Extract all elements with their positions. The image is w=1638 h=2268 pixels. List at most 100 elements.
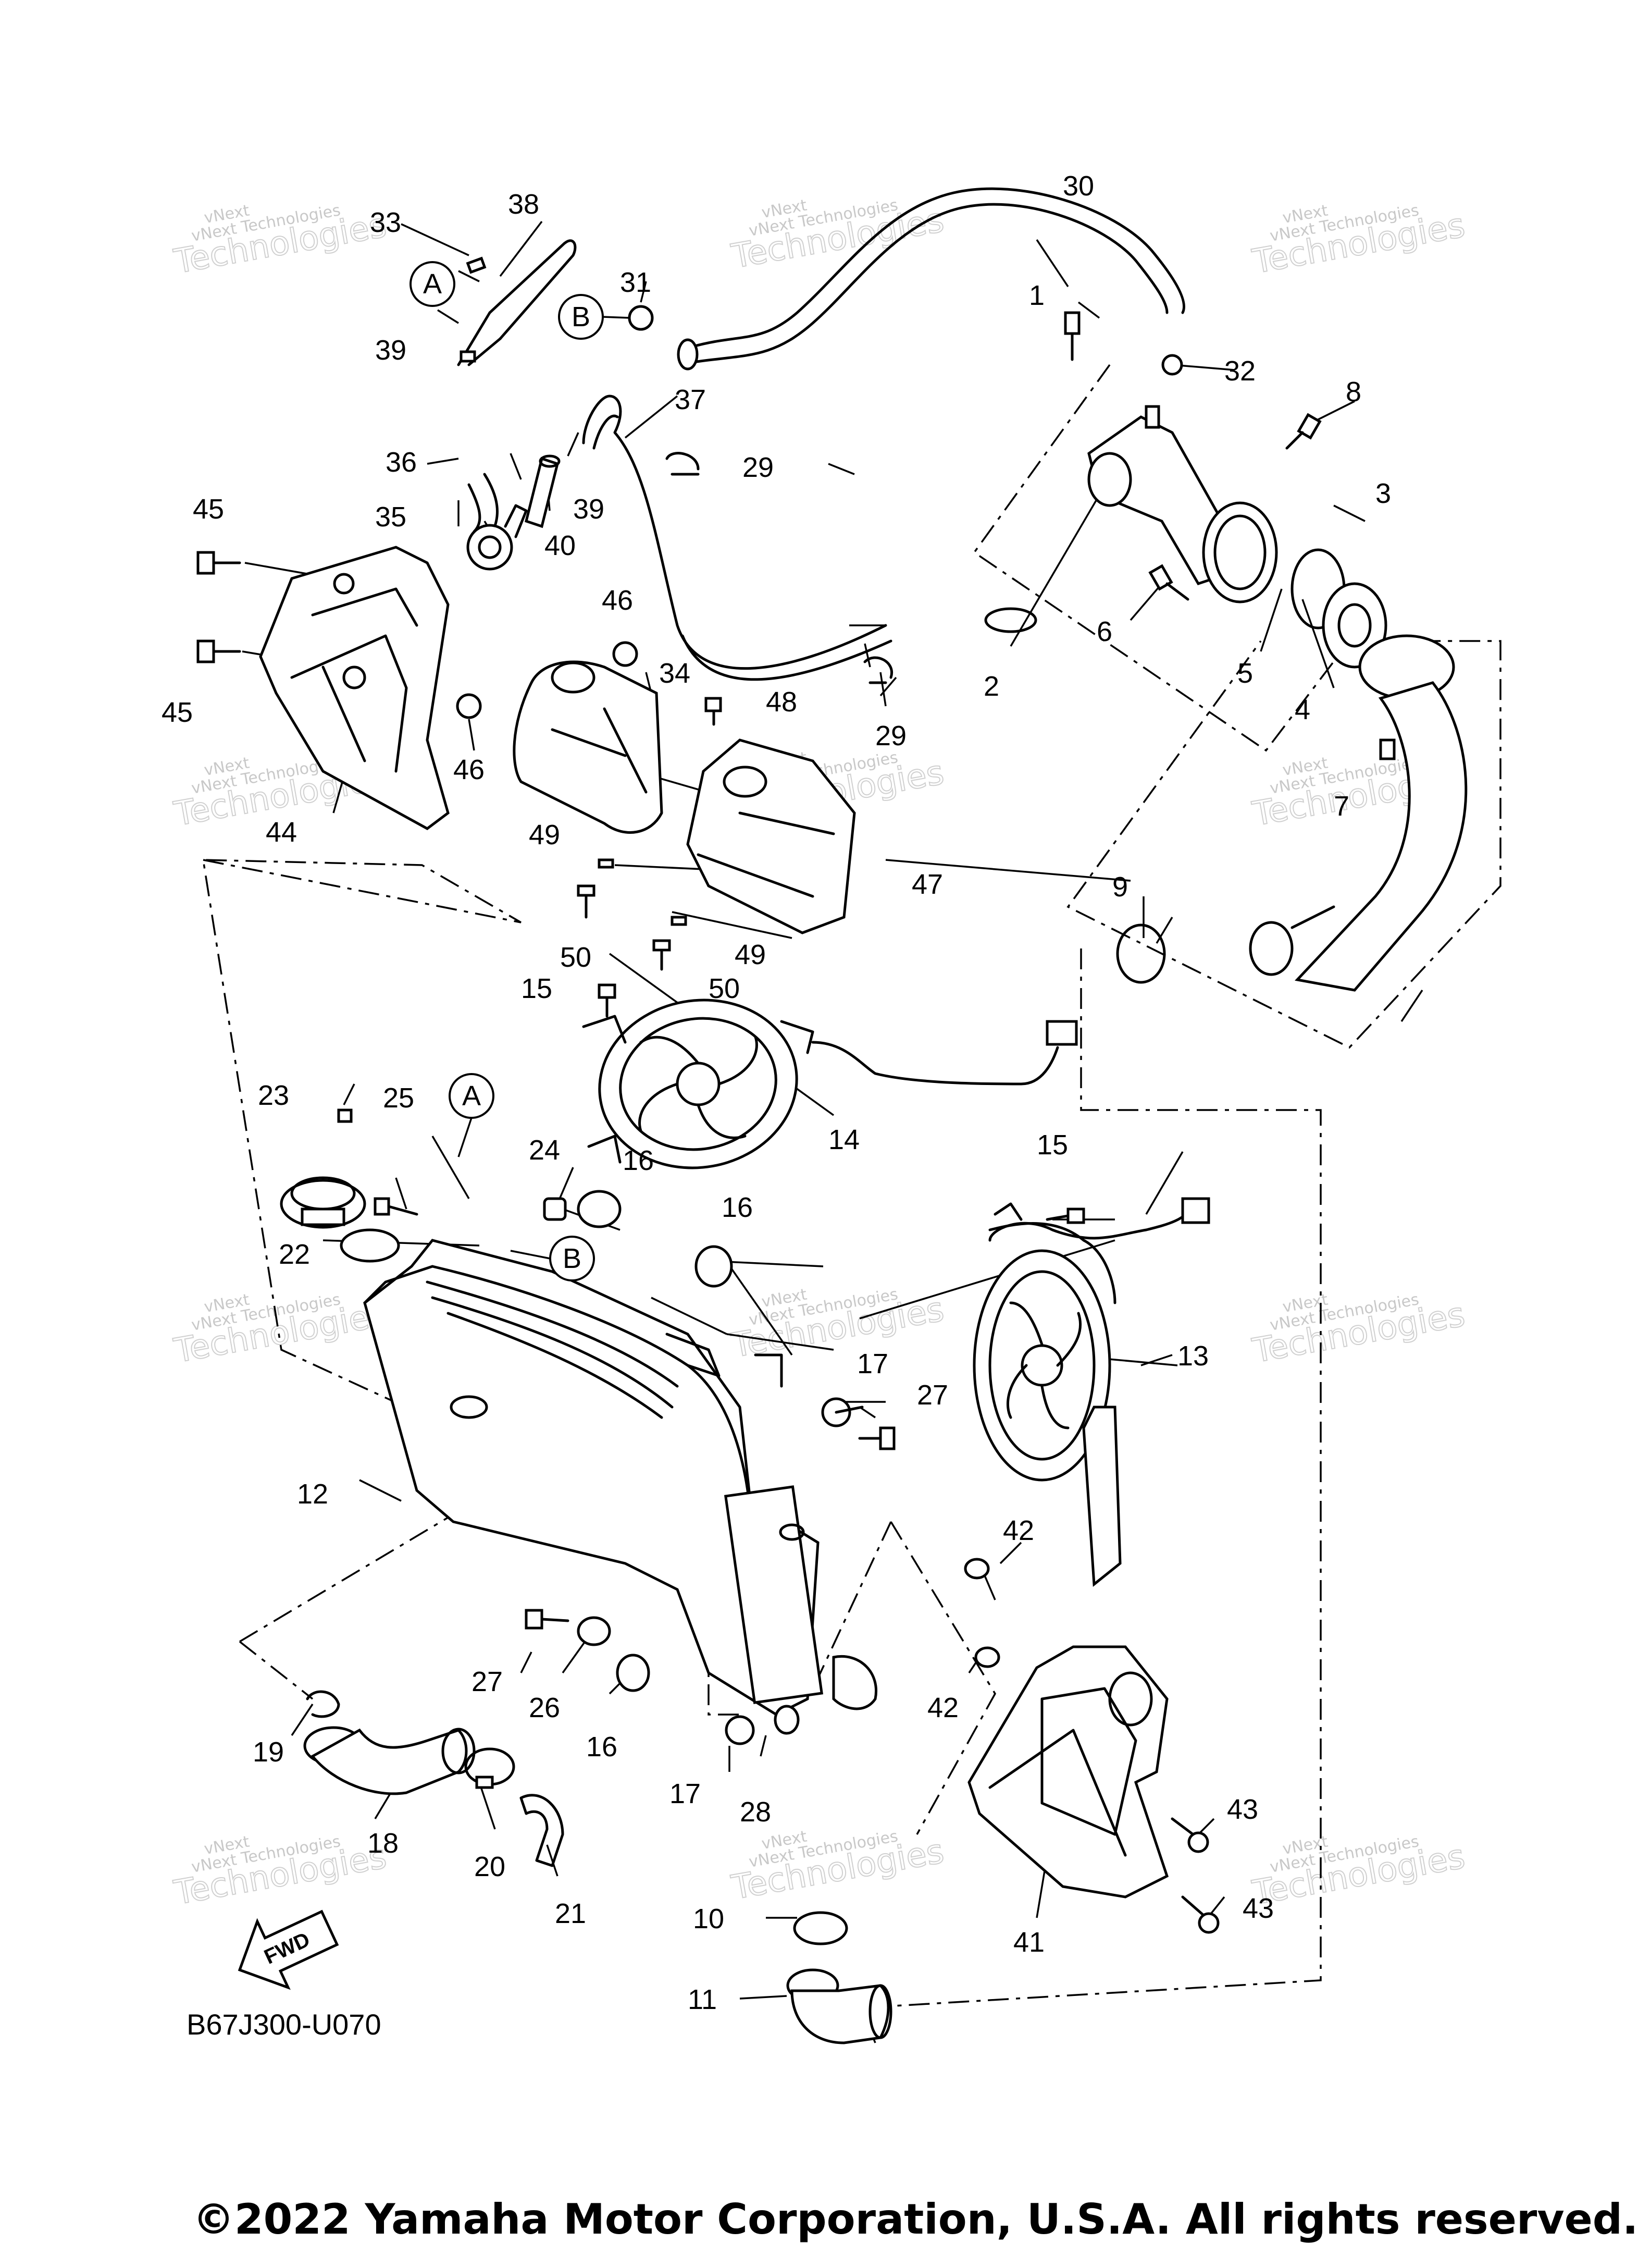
callout-29: 29 xyxy=(875,720,907,751)
callout-34: 34 xyxy=(659,658,690,689)
marker-b-lower: B xyxy=(549,1236,595,1281)
callout-28: 28 xyxy=(740,1796,771,1828)
callout-35: 35 xyxy=(375,501,406,533)
washer-17-top xyxy=(821,1397,864,1427)
fwd-arrow-icon: FWD xyxy=(238,1909,339,1990)
callout-43: 43 xyxy=(1243,1893,1274,1924)
bolt-15-top xyxy=(598,983,616,1018)
callout-9: 9 xyxy=(1112,871,1128,903)
callout-17: 17 xyxy=(669,1778,701,1809)
callout-22: 22 xyxy=(279,1239,310,1270)
callout-10: 10 xyxy=(693,1903,724,1934)
callout-48: 48 xyxy=(766,686,797,718)
nut-28 xyxy=(774,1705,800,1735)
watermark: vNext vNext Technologies Technologies xyxy=(170,1290,390,1371)
callout-49: 49 xyxy=(529,819,560,850)
cooling-fan-13 xyxy=(973,1197,1210,1587)
screw-48 xyxy=(704,697,722,726)
o-ring-2 xyxy=(984,607,1037,633)
band-21 xyxy=(519,1794,564,1867)
thermostat-cover-7 xyxy=(1249,634,1468,992)
callout-39: 39 xyxy=(375,335,406,366)
screw-43-bottom xyxy=(1181,1895,1220,1934)
clip-29-top xyxy=(665,452,700,476)
bolt-45-top xyxy=(196,551,241,575)
callout-36: 36 xyxy=(386,447,417,478)
watermark: vNext vNext Technologies Technologies xyxy=(1249,1832,1468,1913)
fitting-40 xyxy=(525,454,561,528)
screw-43-top xyxy=(1171,1817,1209,1853)
callout-18: 18 xyxy=(367,1828,399,1859)
bolt-45-bottom xyxy=(196,639,241,663)
callout-46: 46 xyxy=(453,754,485,785)
screw-50-bottom xyxy=(652,939,671,971)
callout-3: 3 xyxy=(1375,478,1391,509)
washer-17-bottom xyxy=(725,1715,755,1745)
side-cover-44 xyxy=(259,546,450,830)
copyright-notice: ©2022 Yamaha Motor Corporation, U.S.A. A… xyxy=(193,2195,1638,2244)
watermark: vNext vNext Technologies Technologies xyxy=(728,196,947,277)
callout-45: 45 xyxy=(193,494,224,525)
reservoir-cover-47 xyxy=(686,738,856,934)
reservoir-tank-34 xyxy=(513,660,663,834)
callout-13: 13 xyxy=(1177,1340,1209,1372)
hose-clamp-10 xyxy=(793,1911,848,1945)
exploded-parts-diagram: vNext vNext Technologies Technologies vN… xyxy=(162,170,1501,2044)
callout-40: 40 xyxy=(544,530,576,561)
callout-20: 20 xyxy=(474,1851,505,1882)
screw-23 xyxy=(337,1108,353,1123)
callout-11: 11 xyxy=(688,1984,717,2015)
callout-46: 46 xyxy=(602,585,633,616)
callout-30: 30 xyxy=(1063,170,1094,202)
callout-24: 24 xyxy=(529,1135,560,1166)
callout-43: 43 xyxy=(1227,1794,1258,1825)
hose-clamp-20 xyxy=(464,1747,515,1789)
svg-text:A: A xyxy=(423,268,442,300)
callout-47: 47 xyxy=(912,869,943,900)
pressure-valve-35 xyxy=(466,504,528,571)
callout-33: 33 xyxy=(370,207,401,238)
clip-29-bottom xyxy=(863,656,894,684)
callout-labels: 1 2 3 4 5 6 7 8 9 10 11 12 13 14 15 15 1… xyxy=(162,170,1391,2015)
callout-31: 31 xyxy=(620,267,651,298)
callout-42: 42 xyxy=(1003,1515,1034,1546)
svg-text:B: B xyxy=(563,1243,581,1274)
callout-1: 1 xyxy=(1029,280,1045,311)
watermark: vNext vNext Technologies Technologies xyxy=(170,201,390,282)
hose-11 xyxy=(786,1968,892,2044)
clip-49-bottom xyxy=(671,916,687,926)
clip-49-top xyxy=(598,858,614,869)
diagram-code: B67J300-U070 xyxy=(187,2008,381,2041)
marker-a-top: A xyxy=(409,261,455,307)
callout-45: 45 xyxy=(162,697,193,728)
callout-8: 8 xyxy=(1346,376,1361,408)
callout-44: 44 xyxy=(266,817,297,848)
bolt-27-right xyxy=(858,1426,896,1450)
callout-39: 39 xyxy=(573,494,604,525)
clamp-19 xyxy=(306,1690,340,1718)
callout-16: 16 xyxy=(623,1145,654,1176)
callout-6: 6 xyxy=(1097,616,1112,647)
svg-text:A: A xyxy=(462,1080,481,1112)
callout-16: 16 xyxy=(586,1731,617,1762)
breather-hose-38 xyxy=(457,239,577,366)
callout-17: 17 xyxy=(857,1348,888,1379)
watermark: vNext vNext Technologies Technologies xyxy=(1249,201,1468,282)
grommet-46-top xyxy=(612,641,638,667)
callout-12: 12 xyxy=(297,1478,328,1510)
callout-27: 27 xyxy=(917,1379,948,1411)
watermark: vNext vNext Technologies Technologies xyxy=(1249,1290,1468,1371)
grommet-16-top xyxy=(577,1190,622,1228)
svg-text:B: B xyxy=(572,301,590,332)
hose-clamp-9 xyxy=(1116,923,1166,984)
reference-markers: A B A B xyxy=(409,261,631,1281)
callout-42: 42 xyxy=(927,1692,959,1723)
marker-b-top: B xyxy=(558,294,604,340)
tank-hose-37 xyxy=(582,395,887,670)
watermark: vNext vNext Technologies Technologies xyxy=(728,1285,947,1366)
callout-4: 4 xyxy=(1295,694,1310,725)
callout-26: 26 xyxy=(529,1692,560,1723)
washer-26 xyxy=(577,1616,611,1646)
callout-19: 19 xyxy=(253,1736,284,1768)
parts: FWD xyxy=(196,187,1468,2044)
